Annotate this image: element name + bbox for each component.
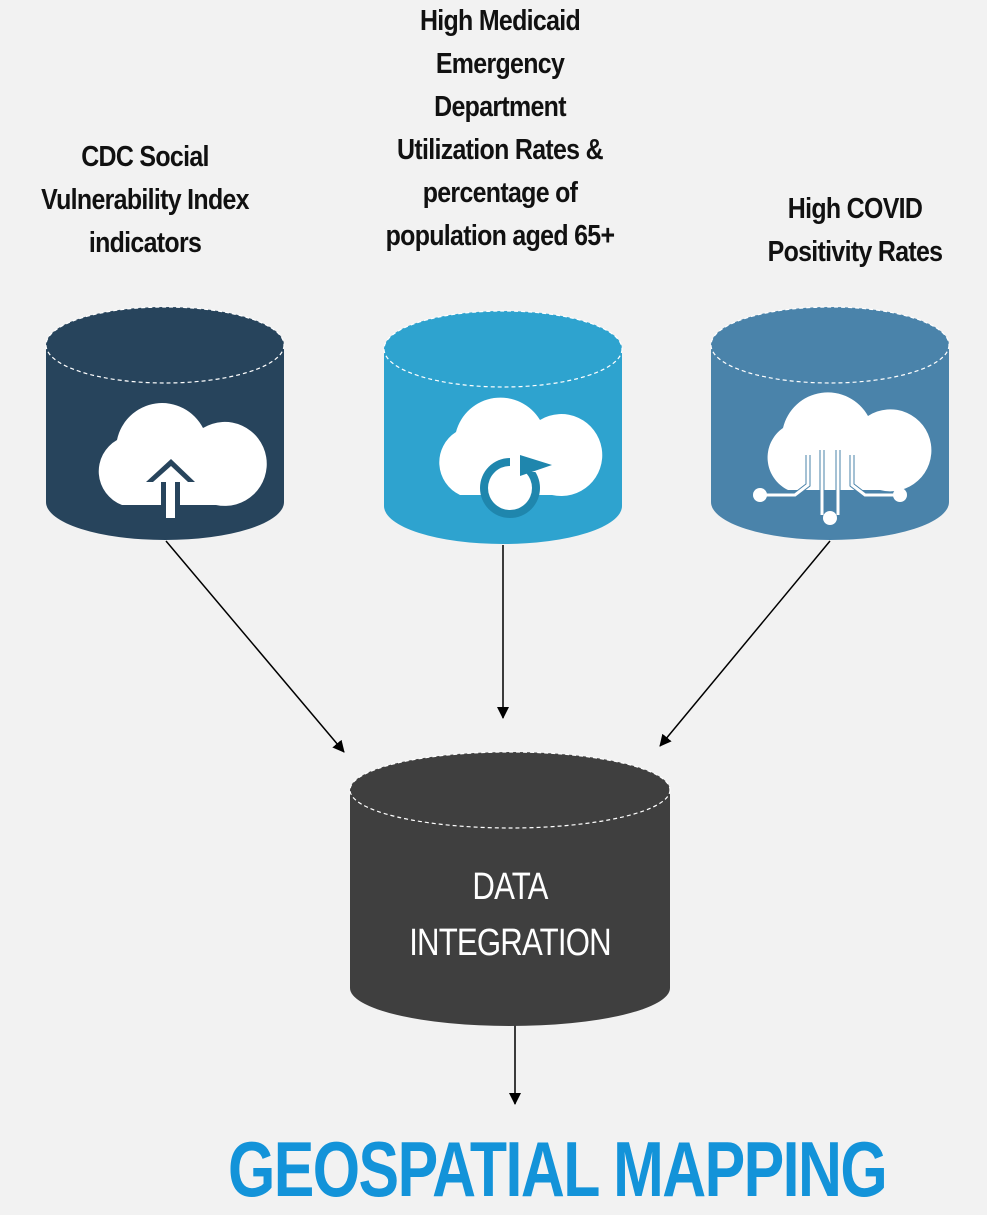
label-line: percentage of: [422, 177, 578, 209]
arrow-svi-to-integration: [165, 540, 345, 753]
label-line: Emergency: [435, 48, 565, 80]
label-line: indicators: [88, 227, 202, 259]
arrow-covid-to-integration: [659, 540, 831, 747]
label-line: Positivity Rates: [767, 236, 943, 268]
label-line: Vulnerability Index: [41, 184, 249, 216]
label-line: High Medicaid: [419, 5, 581, 37]
cloud-network-icon: [753, 392, 932, 525]
source-cylinder-medicaid: [383, 310, 623, 544]
source-cylinder-svi: [45, 306, 285, 540]
integration-cylinder: [349, 751, 671, 1026]
connectors: [165, 540, 831, 1105]
label-line: High COVID: [787, 193, 923, 225]
source-label-medicaid: High Medicaid Emergency Department Utili…: [371, 0, 629, 258]
label-line: Utilization Rates &: [397, 134, 604, 166]
integration-label-line1: DATA: [472, 866, 548, 908]
integration-label-line2: INTEGRATION: [409, 922, 611, 964]
label-line: population aged 65+: [385, 220, 615, 252]
source-cylinder-covid: [710, 306, 950, 540]
source-label-svi: CDC Social Vulnerability Index indicator…: [29, 136, 261, 265]
cloud-upload-icon: [98, 403, 267, 518]
output-title: GEOSPATIAL MAPPING: [228, 1125, 888, 1213]
source-label-covid: High COVID Positivity Rates: [748, 188, 963, 274]
label-line: CDC Social: [81, 141, 209, 173]
cloud-sync-icon: [439, 397, 603, 518]
label-line: Department: [434, 91, 566, 123]
